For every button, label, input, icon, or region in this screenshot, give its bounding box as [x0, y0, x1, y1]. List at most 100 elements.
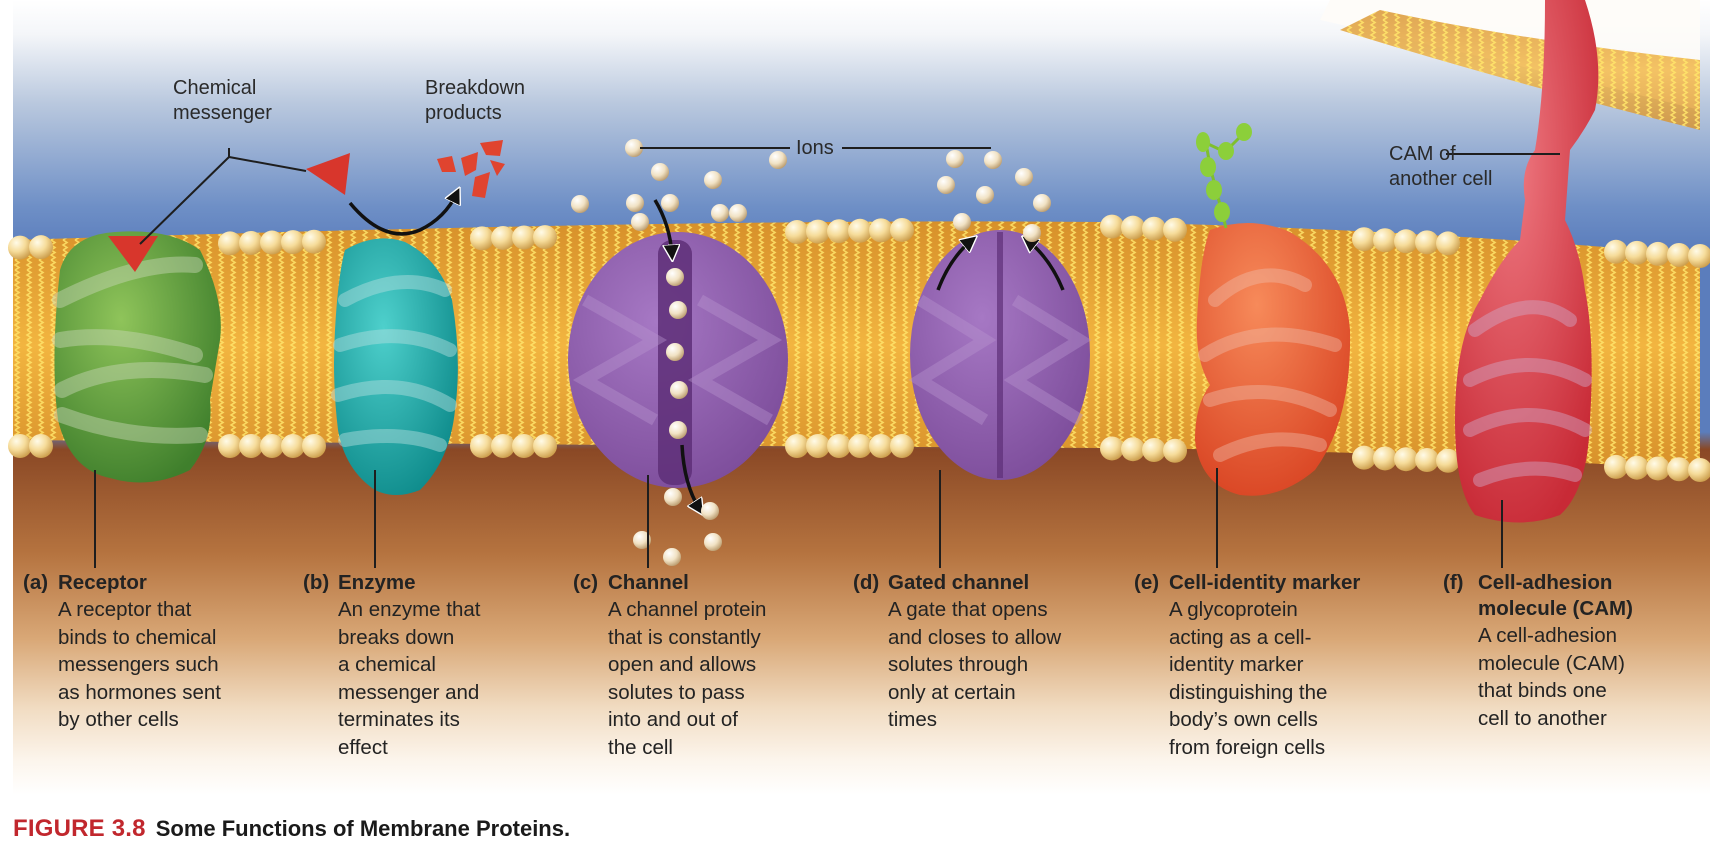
- phospholipid-heads-outer: [8, 214, 1710, 268]
- protein-e-description: (e)Cell-identity marker A glycoprotein a…: [1134, 570, 1361, 761]
- phospholipid-head: [1163, 438, 1187, 463]
- description-line: from foreign cells: [1169, 735, 1326, 759]
- chemical-messenger-label: Chemical messenger: [173, 76, 272, 126]
- protein-a-description: (a)Receptor A receptor that binds to che…: [23, 570, 221, 734]
- ion: [984, 151, 1002, 169]
- leader-chemical-messenger: [139, 148, 307, 245]
- ions: [571, 139, 1051, 566]
- ion: [946, 150, 964, 168]
- ion: [626, 194, 644, 212]
- figure-number: FIGURE 3.8: [13, 815, 146, 842]
- phospholipid-head: [533, 434, 557, 458]
- ion: [1015, 168, 1033, 186]
- description-line: messenger and: [338, 680, 480, 704]
- phospholipid-head: [827, 434, 851, 458]
- protein-letter: (c): [573, 571, 599, 594]
- phospholipid-head: [848, 218, 872, 243]
- ion: [704, 533, 722, 551]
- protein-letter: (b): [303, 571, 330, 594]
- description-line: breaks down: [338, 625, 455, 649]
- phospholipid-head: [1604, 454, 1628, 479]
- description-line: A channel protein: [608, 598, 767, 621]
- gate-arrow-left: [936, 240, 972, 291]
- phospholipid-head: [1121, 437, 1145, 462]
- phospholipid-head: [29, 235, 53, 260]
- phospholipid-head: [8, 434, 32, 458]
- phospholipid-head: [1436, 448, 1460, 473]
- phospholipid-head: [1688, 458, 1710, 482]
- protein-name-continued: molecule (CAM): [1478, 597, 1633, 620]
- protein-b-description: (b)Enzyme An enzyme that breaks down a c…: [303, 570, 481, 761]
- description-line: only at certain: [888, 680, 1016, 704]
- description-line: that is constantly: [608, 625, 761, 649]
- protein-name: Gated channel: [888, 571, 1030, 594]
- phospholipid-head: [890, 217, 914, 242]
- phospholipid-head: [8, 235, 32, 260]
- protein-name: Receptor: [58, 571, 147, 594]
- description-line: A gate that opens: [888, 598, 1048, 621]
- phospholipid-head: [218, 434, 242, 458]
- protein-c-description: (c)Channel A channel protein that is con…: [573, 570, 767, 761]
- description-line: An enzyme that: [338, 598, 481, 621]
- ion: [664, 488, 682, 506]
- ion: [669, 301, 687, 319]
- description-line: A receptor that: [58, 598, 192, 621]
- description-line: solutes to pass: [608, 680, 745, 704]
- glycan-chain: [1196, 123, 1252, 229]
- description-line: body’s own cells: [1169, 708, 1318, 731]
- phospholipid-head: [1625, 455, 1649, 480]
- phospholipid-head: [512, 434, 536, 458]
- phospholipid-head: [512, 225, 536, 250]
- ion: [666, 268, 684, 286]
- phospholipid-head: [869, 434, 893, 458]
- ion: [729, 204, 747, 222]
- phospholipid-head: [785, 434, 809, 458]
- phospholipid-head: [785, 220, 809, 245]
- phospholipid-head: [890, 434, 914, 458]
- ion: [976, 186, 994, 204]
- phospholipid-head: [470, 434, 494, 458]
- protein-name: Cell-identity marker: [1169, 571, 1361, 594]
- phospholipid-head: [1646, 456, 1670, 481]
- label-line: another cell: [1389, 168, 1493, 190]
- ion: [661, 194, 679, 212]
- ion: [625, 139, 643, 157]
- phospholipid-head: [1625, 240, 1649, 265]
- ion: [633, 531, 651, 549]
- left-margin: [0, 0, 13, 864]
- phospholipid-head: [827, 219, 851, 244]
- cell-identity-marker-protein: [1195, 123, 1351, 496]
- phospholipid-head: [1142, 216, 1166, 241]
- protein-letter: (d): [853, 571, 880, 594]
- phospholipid-head: [1163, 217, 1187, 242]
- phospholipid-head: [533, 225, 557, 250]
- phospholipid-head: [260, 434, 284, 458]
- phospholipid-head: [302, 229, 326, 254]
- description-line: A cell-adhesion: [1478, 624, 1618, 647]
- phospholipid-head: [1415, 447, 1439, 472]
- description-line: and closes to allow: [888, 625, 1062, 649]
- phospholipid-head: [1667, 242, 1691, 267]
- phospholipid-head: [1373, 446, 1397, 471]
- enzyme-reaction-arrow: [348, 193, 457, 236]
- description-line: times: [888, 708, 937, 731]
- phospholipid-head: [1352, 227, 1376, 252]
- enzyme-protein: [331, 238, 458, 495]
- channel-inflow-arrow: [653, 199, 672, 255]
- ions-label: Ions: [796, 137, 834, 159]
- ion: [1033, 194, 1051, 212]
- phospholipid-head: [29, 434, 53, 458]
- label-line: Breakdown: [425, 77, 526, 99]
- description-line: the cell: [608, 735, 673, 759]
- description-line: that binds one: [1478, 679, 1607, 702]
- lipid-bilayer: [8, 214, 1710, 482]
- phospholipid-head: [491, 225, 515, 250]
- description-line: messengers such: [58, 653, 219, 676]
- breakdown-products-label: Breakdown products: [425, 76, 525, 126]
- phospholipid-head: [491, 434, 515, 458]
- phospholipid-head: [1394, 229, 1418, 254]
- phospholipid-head: [1604, 239, 1628, 264]
- phospholipid-head: [281, 434, 305, 458]
